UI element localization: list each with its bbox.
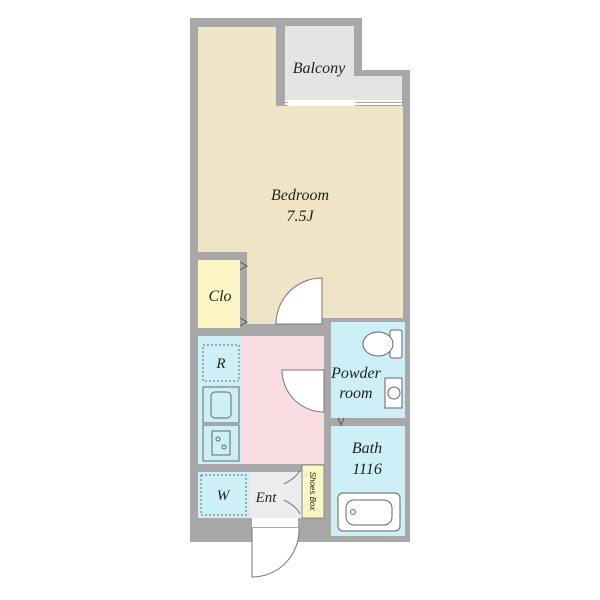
bedroom-door — [275, 277, 323, 325]
closet-label: Clo — [208, 288, 231, 305]
refrigerator-label: R — [215, 356, 225, 372]
balcony-floor-ext — [285, 76, 402, 102]
shoes-box-floor — [301, 464, 325, 519]
wash-basin — [384, 377, 403, 409]
shoes-box-label: Shoes Box — [308, 472, 317, 512]
entrance-floor — [250, 472, 302, 518]
powder-room-label-1: Powder — [330, 365, 382, 382]
bath-size-label: 1116 — [352, 461, 382, 478]
closet-door-ent — [283, 469, 301, 515]
kitchen-sink — [202, 386, 240, 424]
entrance-label: Ent — [255, 490, 278, 506]
closet-floor — [198, 260, 240, 328]
bathtub — [337, 492, 401, 532]
bedroom-size-label: 7.5J — [286, 208, 314, 225]
bedroom-label: Bedroom — [271, 187, 329, 204]
refrigerator — [202, 344, 240, 382]
powder-room-label-2: room — [339, 385, 372, 402]
washer — [200, 474, 247, 516]
bedroom-floor — [198, 27, 403, 324]
bath-label: Bath — [352, 440, 382, 457]
entrance-door — [251, 518, 300, 578]
stove — [202, 424, 240, 462]
powder-room-door — [281, 369, 325, 413]
toilet — [362, 329, 403, 359]
balcony-label: Balcony — [293, 60, 346, 77]
washer-label: W — [217, 488, 231, 504]
